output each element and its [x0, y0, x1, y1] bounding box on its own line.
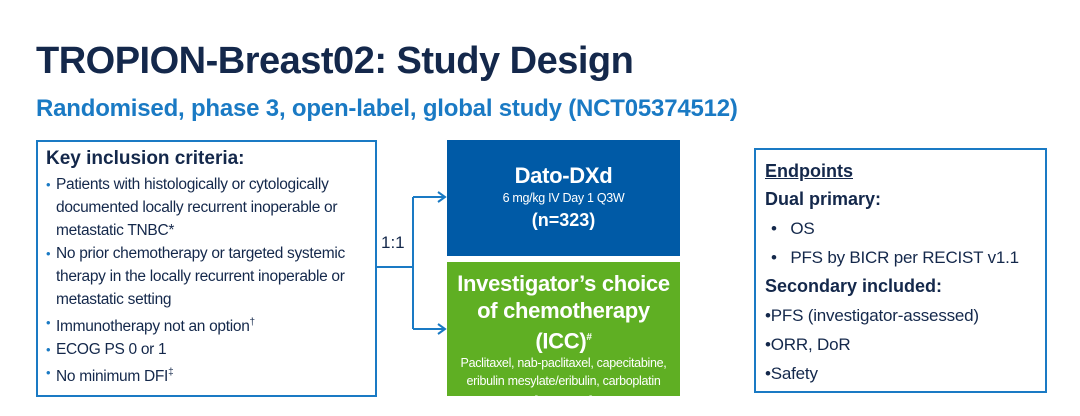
secondary-heading: Secondary included:: [765, 276, 943, 296]
inclusion-item: ECOG PS 0 or 1: [46, 338, 367, 361]
arm-dose: 6 mg/kg IV Day 1 Q3W: [502, 191, 625, 205]
secondary-endpoint: •ORR, DoR: [765, 335, 851, 354]
primary-endpoint: • OS: [771, 219, 815, 238]
inclusion-heading: Key inclusion criteria:: [46, 148, 245, 169]
arm-n: (n=321): [531, 393, 596, 414]
inclusion-text: ECOG PS 0 or 1: [56, 341, 167, 359]
endpoint-text: OS: [790, 219, 815, 238]
arm-dato-dxd: Dato-DXd 6 mg/kg IV Day 1 Q3W (n=323): [447, 140, 680, 256]
page-subtitle: Randomised, phase 3, open-label, global …: [36, 95, 738, 122]
footnote-mark: †: [249, 317, 256, 328]
primary-heading: Dual primary:: [765, 189, 882, 209]
secondary-endpoint: •Safety: [765, 364, 818, 383]
footnote-mark: ‡: [168, 367, 174, 379]
secondary-endpoint: •PFS (investigator-assessed): [765, 306, 979, 325]
inclusion-text: Immunotherapy not an option: [56, 318, 250, 336]
endpoint-text: ORR, DoR: [770, 335, 851, 354]
arrow-icon: [437, 323, 447, 335]
arm-name: Investigator’s choice of chemotherapy (I…: [457, 271, 670, 354]
primary-endpoint: • PFS by BICR per RECIST v1.1: [771, 248, 1019, 267]
inclusion-item: Patients with histologically or cytologi…: [46, 173, 367, 242]
page-title: TROPION-Breast02: Study Design: [36, 40, 634, 82]
inclusion-item: No prior chemotherapy or targeted system…: [46, 242, 367, 311]
endpoints-heading: Endpoints: [765, 161, 853, 181]
inclusion-item: Immunotherapy not an option†: [46, 311, 367, 338]
arrow-icon: [437, 191, 447, 203]
inclusion-item: No minimum DFI‡: [46, 361, 367, 388]
endpoints-box: Endpoints Dual primary: • OS • PFS by BI…: [754, 148, 1047, 393]
inclusion-criteria-box: Key inclusion criteria: Patients with hi…: [36, 140, 377, 397]
arm-name: Dato-DXd: [514, 163, 613, 188]
inclusion-text: No prior chemotherapy or targeted system…: [56, 245, 345, 308]
footnote-mark: #: [586, 332, 592, 343]
randomisation-ratio: 1:1: [381, 233, 405, 252]
endpoint-text: Safety: [770, 364, 818, 383]
arm-dose: Paclitaxel, nab-paclitaxel, capecitabine…: [460, 356, 667, 389]
endpoint-text: PFS (investigator-assessed): [770, 306, 979, 325]
arm-n: (n=323): [531, 210, 596, 230]
arm-icc: Investigator’s choice of chemotherapy (I…: [447, 262, 680, 413]
inclusion-text: Patients with histologically or cytologi…: [56, 176, 338, 239]
endpoint-text: PFS by BICR per RECIST v1.1: [790, 248, 1019, 267]
inclusion-text: No minimum DFI: [56, 368, 169, 386]
